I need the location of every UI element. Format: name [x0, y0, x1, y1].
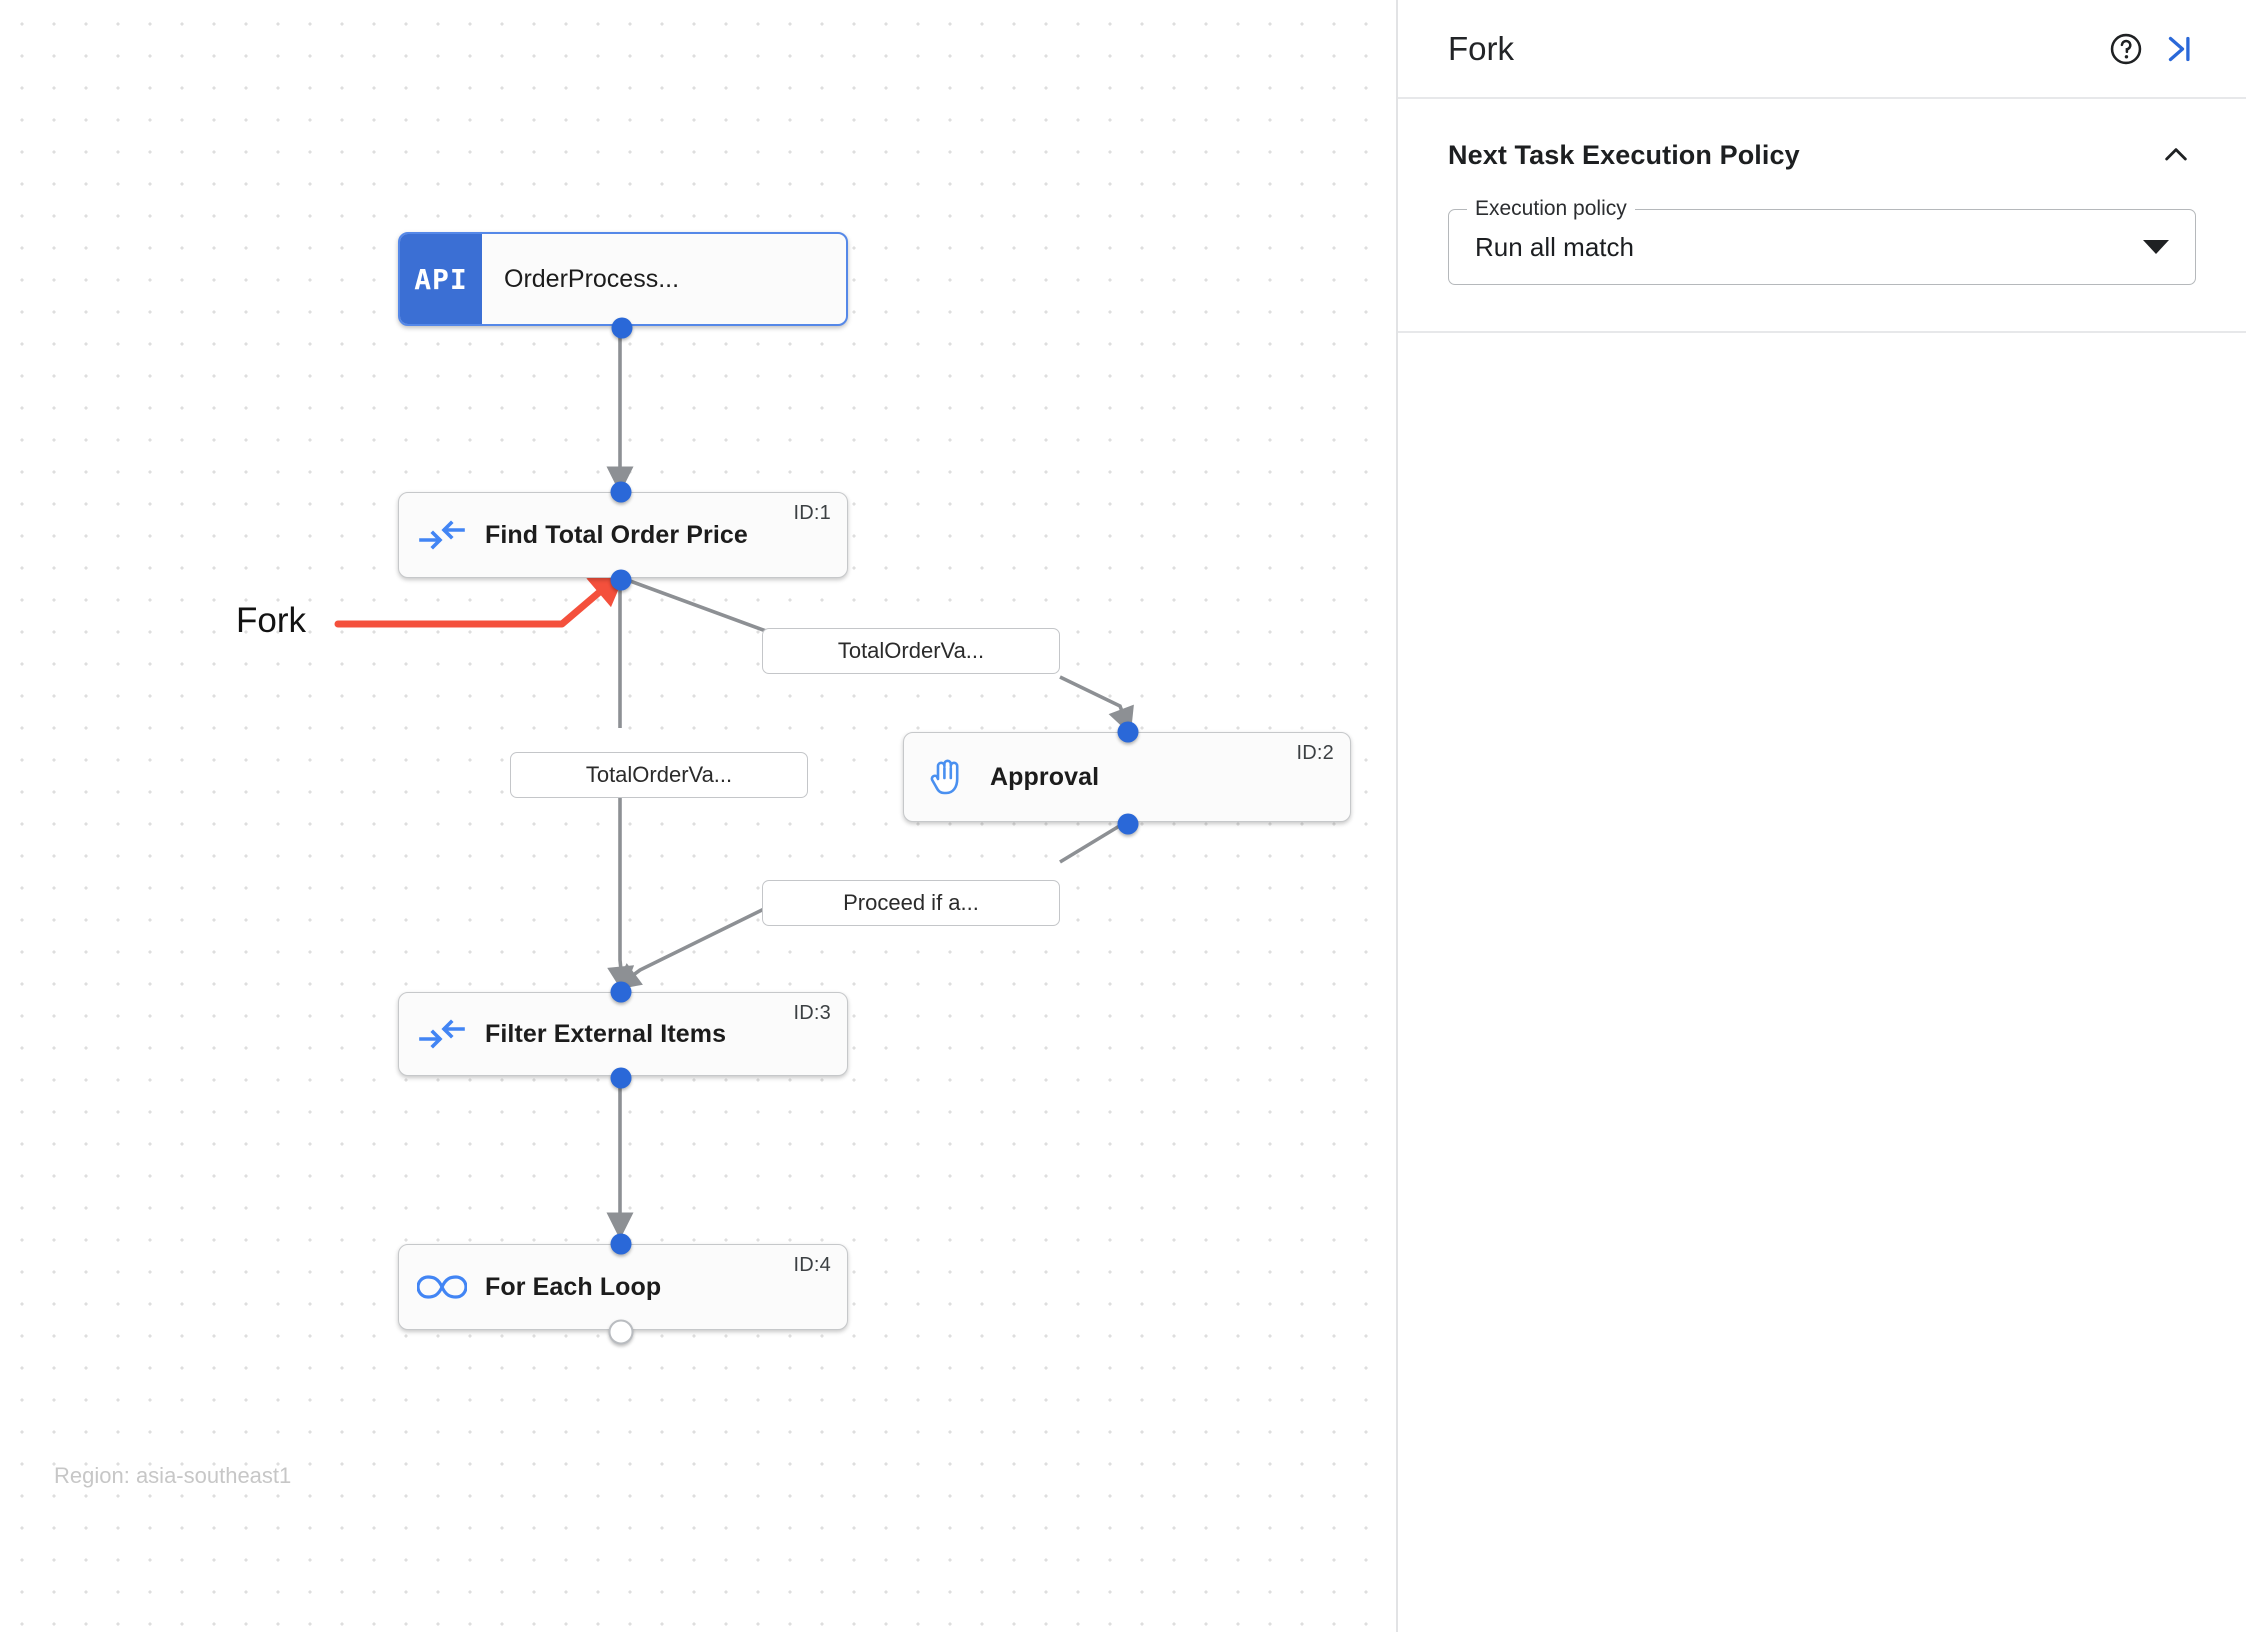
- chevron-down-icon[interactable]: [2143, 240, 2169, 254]
- edge-label-approval-to-filter[interactable]: Proceed if a...: [762, 880, 1060, 926]
- node-find-total-order-price[interactable]: Find Total Order Price ID:1: [398, 481, 848, 591]
- hand-icon: [904, 755, 990, 799]
- merge-arrows-icon: [399, 520, 485, 550]
- connector-in-for-each-loop[interactable]: [610, 1233, 632, 1255]
- help-circle-icon[interactable]: [2100, 23, 2152, 75]
- node-id-badge: ID:2: [1296, 742, 1334, 764]
- connector-out-for-each-loop[interactable]: [608, 1319, 634, 1345]
- edge-label-to-approval[interactable]: TotalOrderVa...: [762, 628, 1060, 674]
- edge-approval-to-filter-b: [613, 906, 767, 991]
- execution-policy-label: Execution policy: [1467, 197, 1635, 221]
- edge-task1-to-approval-a: [621, 576, 767, 633]
- annotation-arrow: [334, 568, 628, 628]
- connector-in-approval[interactable]: [1117, 721, 1139, 743]
- edge-task1-to-approval-b: [1059, 675, 1134, 735]
- chevron-up-icon[interactable]: [2156, 135, 2196, 175]
- api-badge-icon: API: [400, 234, 482, 324]
- node-filter-external-items[interactable]: Filter External Items ID:3: [398, 981, 848, 1089]
- annotation-label: Fork: [236, 601, 306, 640]
- panel-header: Fork: [1398, 0, 2246, 99]
- node-id-badge: ID:1: [793, 502, 831, 524]
- section-header[interactable]: Next Task Execution Policy: [1448, 135, 2196, 175]
- connector-out-order-process[interactable]: [611, 317, 633, 339]
- execution-policy-value: Run all match: [1475, 231, 1634, 262]
- node-order-process[interactable]: API OrderProcess...: [398, 232, 848, 339]
- section-title: Next Task Execution Policy: [1448, 139, 1800, 170]
- node-label: Approval: [990, 762, 1100, 791]
- node-for-each-loop[interactable]: For Each Loop ID:4: [398, 1233, 848, 1345]
- node-label: Find Total Order Price: [485, 520, 748, 549]
- panel-title: Fork: [1448, 29, 1514, 67]
- region-label: Region: asia-southeast1: [54, 1463, 292, 1488]
- edge-task1-to-task3-lower: [607, 798, 635, 994]
- node-id-badge: ID:4: [793, 1254, 831, 1276]
- edge-approval-to-filter-a: [1059, 820, 1127, 864]
- node-label: For Each Loop: [485, 1272, 662, 1301]
- connector-in-filter-external-items[interactable]: [610, 981, 632, 1003]
- node-id-badge: ID:3: [793, 1002, 831, 1024]
- execution-policy-select[interactable]: Execution policy Run all match: [1448, 197, 2196, 285]
- connector-out-find-total-order-price[interactable]: [610, 569, 632, 591]
- next-task-execution-policy-section: Next Task Execution Policy Execution pol…: [1398, 99, 2246, 333]
- connector-out-filter-external-items[interactable]: [610, 1067, 632, 1089]
- collapse-panel-icon[interactable]: [2152, 23, 2204, 75]
- properties-panel: Fork Next Task Execution Policy: [1396, 0, 2246, 1632]
- connector-in-find-total-order-price[interactable]: [610, 481, 632, 503]
- merge-arrows-icon: [399, 1019, 485, 1049]
- connector-out-approval[interactable]: [1117, 813, 1139, 835]
- edge-label-to-filter[interactable]: TotalOrderVa...: [510, 752, 808, 798]
- node-approval[interactable]: Approval ID:2: [903, 721, 1351, 835]
- node-label: Filter External Items: [485, 1019, 727, 1048]
- node-label: OrderProcess...: [504, 264, 680, 293]
- infinity-icon: [399, 1273, 485, 1301]
- workflow-canvas[interactable]: Fork API OrderProcess... Find Total Orde…: [0, 0, 1396, 1632]
